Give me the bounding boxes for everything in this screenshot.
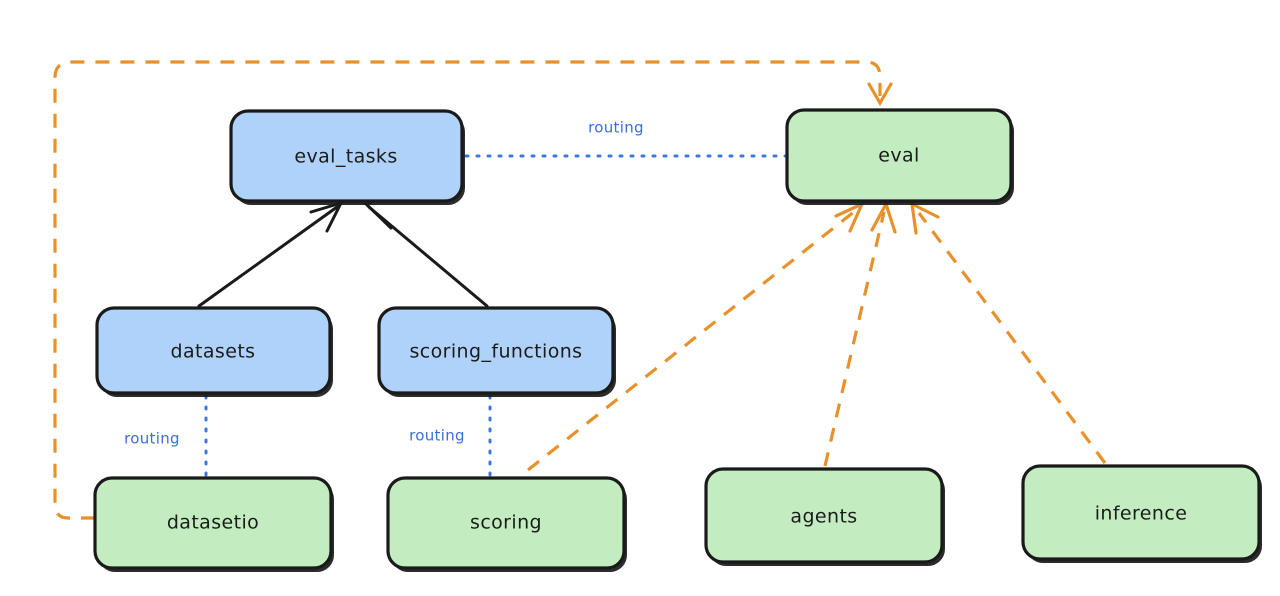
edge-scoring-functions-to-scoring: routing [409, 394, 492, 480]
node-datasetio-label: datasetio [167, 512, 259, 534]
node-datasets[interactable]: datasets [95, 306, 333, 397]
node-agents[interactable]: agents [704, 467, 945, 566]
edge-label-routing-eval-tasks: routing [588, 119, 644, 137]
node-agents-shape [704, 467, 944, 564]
edge-path-datasets-eval-tasks [197, 205, 339, 308]
node-datasets-shape [95, 306, 332, 395]
node-eval-tasks[interactable]: eval_tasks [229, 109, 465, 205]
node-scoring-shape [386, 476, 626, 570]
edge-path-agents-eval [823, 211, 886, 467]
node-inference-label: inference [1095, 503, 1188, 525]
edge-eval-tasks-to-eval: routing [464, 119, 789, 158]
node-eval-tasks-shape [229, 109, 464, 203]
node-datasets-label: datasets [171, 341, 256, 363]
edge-path-datasetio-eval [53, 60, 882, 520]
edge-datasets-to-datasetio: routing [124, 394, 208, 480]
edge-label-routing-datasets: routing [124, 430, 180, 448]
edge-inference-to-eval [910, 201, 1107, 464]
node-eval-tasks-label: eval_tasks [294, 146, 397, 168]
edge-label-routing-scoring-functions: routing [409, 427, 465, 445]
node-scoring[interactable]: scoring [386, 476, 627, 572]
node-scoring-functions[interactable]: scoring_functions [377, 306, 616, 397]
node-eval-label: eval [878, 145, 919, 167]
node-agents-label: agents [790, 506, 857, 528]
node-datasetio-shape [93, 476, 333, 570]
node-scoring-functions-label: scoring_functions [410, 341, 583, 363]
edge-path-scoring-eval [527, 209, 856, 472]
edge-scoring-functions-to-eval-tasks [361, 196, 489, 308]
node-inference-shape [1021, 464, 1261, 561]
node-datasetio[interactable]: datasetio [93, 476, 334, 572]
edge-datasets-to-eval-tasks [197, 200, 344, 308]
edge-path-inference-eval [917, 212, 1107, 464]
node-scoring-functions-shape [377, 306, 615, 395]
node-eval-shape [785, 108, 1013, 203]
arrowhead-datasetio-eval [867, 82, 893, 107]
node-scoring-label: scoring [470, 512, 542, 534]
edge-agents-to-eval [823, 199, 897, 467]
node-inference[interactable]: inference [1021, 464, 1262, 563]
edge-path-scoring-functions-eval-tasks [367, 205, 489, 308]
node-eval[interactable]: eval [785, 108, 1014, 205]
edge-datasetio-to-eval [53, 60, 893, 520]
